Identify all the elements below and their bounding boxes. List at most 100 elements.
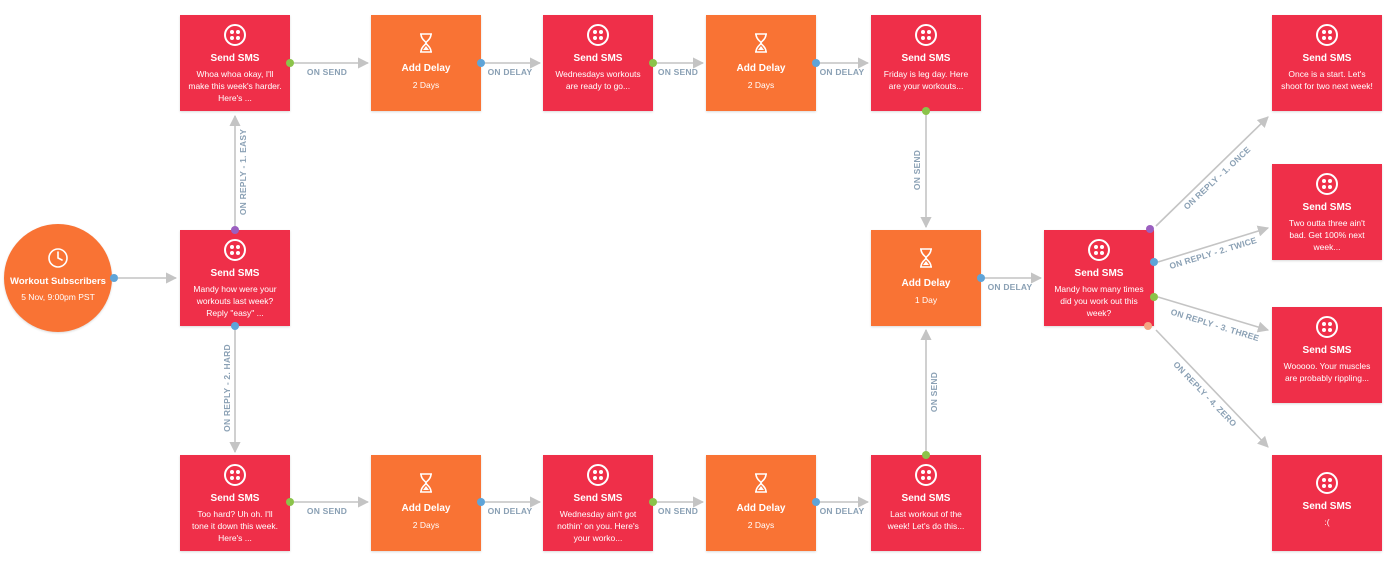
node-desc: Too hard? Uh oh. I'll tone it down this …: [192, 509, 278, 543]
node-delay-top1[interactable]: Add Delay 2 Days: [371, 15, 481, 111]
edge-label-reply-hard: ON REPLY - 2. HARD: [222, 344, 232, 432]
node-title: Send SMS: [573, 493, 623, 504]
node-sms-survey[interactable]: Send SMS Mandy how many times did you wo…: [1044, 230, 1154, 326]
hourglass-icon: [755, 473, 767, 493]
node-title: Send SMS: [1302, 53, 1352, 64]
edge-label-on-send: ON SEND: [306, 67, 348, 77]
node-title: Add Delay: [401, 503, 451, 514]
edge-label-on-send: ON SEND: [912, 149, 922, 191]
twilio-icon: [224, 24, 246, 46]
hourglass-icon: [420, 473, 432, 493]
node-title: Add Delay: [736, 63, 786, 74]
node-desc: 2 Days: [412, 80, 440, 90]
node-delay-bot2[interactable]: Add Delay 2 Days: [706, 455, 816, 551]
edge-label-on-delay: ON DELAY: [819, 67, 865, 77]
node-sms-top1[interactable]: Send SMS Whoa whoa okay, I'll make this …: [180, 15, 290, 111]
node-desc: Wednesdays workouts are ready to go...: [555, 69, 641, 91]
node-sms-top2[interactable]: Send SMS Wednesdays workouts are ready t…: [543, 15, 653, 111]
trigger-title: Workout Subscribers: [10, 276, 106, 287]
node-desc: Once is a start. Let's shoot for two nex…: [1281, 69, 1373, 91]
node-title: Send SMS: [1302, 501, 1352, 512]
handle-survey-twice[interactable]: [1150, 258, 1158, 266]
node-title: Send SMS: [1074, 268, 1124, 279]
twilio-icon: [1316, 173, 1338, 195]
node-title: Add Delay: [736, 503, 786, 514]
node-sms-once[interactable]: Send SMS Once is a start. Let's shoot fo…: [1272, 15, 1382, 111]
node-title: Send SMS: [901, 53, 951, 64]
node-title: Send SMS: [573, 53, 623, 64]
edge-label-reply-easy: ON REPLY - 1. EASY: [238, 128, 248, 216]
twilio-icon: [224, 464, 246, 486]
edge-survey-to-twice: [1157, 225, 1270, 263]
twilio-icon: [915, 24, 937, 46]
twilio-icon: [1316, 472, 1338, 494]
handle-delay-top2-out[interactable]: [812, 59, 820, 67]
edge-label-on-delay: ON DELAY: [987, 282, 1033, 292]
handle-delay-bot2-out[interactable]: [812, 498, 820, 506]
handle-bot2-out[interactable]: [649, 498, 657, 506]
node-desc: 2 Days: [747, 80, 775, 90]
node-title: Send SMS: [210, 53, 260, 64]
node-desc: Last workout of the week! Let's do this.…: [887, 509, 965, 531]
handle-top1-out[interactable]: [286, 59, 294, 67]
node-delay-top2[interactable]: Add Delay 2 Days: [706, 15, 816, 111]
node-sms-three[interactable]: Send SMS Wooooo. Your muscles are probab…: [1272, 307, 1382, 403]
twilio-icon: [1088, 239, 1110, 261]
node-sms-mid[interactable]: Send SMS Mandy how were your workouts la…: [180, 230, 290, 326]
node-title: Send SMS: [901, 493, 951, 504]
hourglass-icon: [920, 248, 932, 268]
twilio-icon: [587, 464, 609, 486]
node-sms-top3[interactable]: Send SMS Friday is leg day. Here are you…: [871, 15, 981, 111]
node-delay-mid[interactable]: Add Delay 1 Day: [871, 230, 981, 326]
node-desc: Friday is leg day. Here are your workout…: [883, 69, 969, 91]
node-desc: 2 Days: [747, 520, 775, 530]
clock-icon: [48, 248, 68, 268]
node-sms-bot1[interactable]: Send SMS Too hard? Uh oh. I'll tone it d…: [180, 455, 290, 551]
handle-bot3-out[interactable]: [922, 451, 930, 459]
handle-top3-out[interactable]: [922, 107, 930, 115]
handle-survey-three[interactable]: [1150, 293, 1158, 301]
edge-survey-to-once: [1155, 116, 1269, 227]
trigger-subtitle: 5 Nov, 9:00pm PST: [21, 292, 95, 302]
node-sms-bot2[interactable]: Send SMS Wednesday ain't got nothin' on …: [543, 455, 653, 551]
node-sms-twice[interactable]: Send SMS Two outta three ain't bad. Get …: [1272, 164, 1382, 260]
node-desc: Wednesday ain't got nothin' on you. Here…: [557, 509, 639, 543]
node-desc: Whoa whoa okay, I'll make this week's ha…: [188, 69, 282, 103]
edge-label-on-send: ON SEND: [657, 67, 699, 77]
node-title: Send SMS: [1302, 202, 1352, 213]
node-desc: Wooooo. Your muscles are probably rippli…: [1283, 361, 1371, 383]
twilio-icon: [915, 464, 937, 486]
handle-trigger-out[interactable]: [110, 274, 118, 282]
node-sms-bot3[interactable]: Send SMS Last workout of the week! Let's…: [871, 455, 981, 551]
edge-label-on-send: ON SEND: [657, 506, 699, 516]
node-title: Send SMS: [210, 493, 260, 504]
node-desc: 2 Days: [412, 520, 440, 530]
node-sms-zero[interactable]: Send SMS :(: [1272, 455, 1382, 551]
edge-label-on-delay: ON DELAY: [487, 506, 533, 516]
edge-label-on-send: ON SEND: [306, 506, 348, 516]
handle-survey-zero[interactable]: [1144, 322, 1152, 330]
handle-delay-mid-out[interactable]: [977, 274, 985, 282]
handle-mid-easy[interactable]: [231, 226, 239, 234]
handle-delay-top1-out[interactable]: [477, 59, 485, 67]
edge-survey-to-zero: [1155, 329, 1269, 448]
node-title: Add Delay: [901, 278, 951, 289]
hourglass-icon: [420, 33, 432, 53]
handle-mid-hard[interactable]: [231, 322, 239, 330]
trigger-workout-subscribers[interactable]: Workout Subscribers 5 Nov, 9:00pm PST: [4, 224, 112, 332]
handle-delay-bot1-out[interactable]: [477, 498, 485, 506]
edge-label-on-delay: ON DELAY: [487, 67, 533, 77]
edge-label-on-send: ON SEND: [929, 371, 939, 413]
handle-top2-out[interactable]: [649, 59, 657, 67]
node-delay-bot1[interactable]: Add Delay 2 Days: [371, 455, 481, 551]
node-title: Add Delay: [401, 63, 451, 74]
node-desc: :(: [1324, 517, 1330, 527]
handle-bot1-out[interactable]: [286, 498, 294, 506]
edge-survey-to-three: [1157, 296, 1270, 333]
twilio-icon: [1316, 24, 1338, 46]
handle-survey-once[interactable]: [1146, 225, 1154, 233]
edge-label-on-delay: ON DELAY: [819, 506, 865, 516]
node-desc: Mandy how many times did you work out th…: [1054, 284, 1144, 318]
twilio-icon: [587, 24, 609, 46]
